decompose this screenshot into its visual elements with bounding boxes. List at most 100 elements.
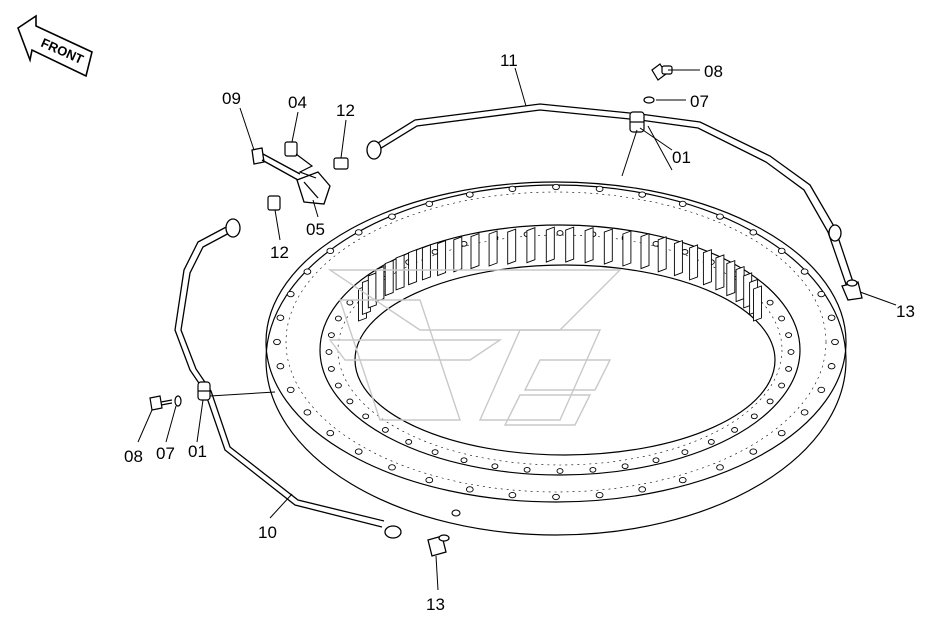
- outer-bolt-hole: [508, 491, 517, 499]
- washer-07-bottom: [174, 395, 182, 407]
- outer-bolt-hole: [326, 429, 335, 437]
- gear-tooth: [753, 285, 762, 322]
- outer-bolt-hole: [303, 268, 312, 275]
- leader-lines: [137, 67, 897, 591]
- inner-bolt-hole: [334, 315, 342, 322]
- gear-tooth: [726, 259, 736, 297]
- outer-bolt-hole: [552, 493, 560, 501]
- callout-08-bottom: 08: [124, 447, 143, 466]
- callout-13-right: 13: [896, 302, 915, 321]
- leader-09: [239, 107, 255, 151]
- front-direction-arrow: FRONT: [17, 14, 93, 78]
- leader-08-bottom: [137, 409, 153, 443]
- outer-bolt-hole: [303, 409, 312, 416]
- gear-tooth: [488, 230, 498, 267]
- callout-labels: 08 07 11 01 09 04 12 05 12 13 08 07 01 1…: [124, 51, 915, 614]
- inner-bolt-hole: [346, 398, 354, 405]
- outer-bolt-hole: [777, 429, 786, 437]
- outer-bolt-hole: [388, 464, 396, 471]
- outer-bolt-hole: [425, 476, 434, 484]
- outer-bolt-hole: [276, 363, 285, 370]
- callout-11: 11: [500, 51, 518, 70]
- fitting-12-top: [333, 157, 349, 170]
- gear-tooth: [375, 265, 385, 303]
- outer-bolt-hole: [425, 200, 434, 208]
- gear-tooth: [367, 272, 377, 309]
- outer-bolt-hole: [508, 185, 517, 193]
- inner-bolt-hole: [778, 315, 786, 322]
- inner-bolt-hole: [787, 349, 795, 355]
- outer-bolt-hole: [273, 338, 281, 346]
- leader-01-top: [639, 127, 673, 151]
- inner-bolt-hole: [556, 230, 564, 236]
- callout-07-bottom: 07: [156, 444, 175, 463]
- inner-bolt-hole: [556, 468, 564, 474]
- outer-bolt-hole: [678, 200, 687, 208]
- elbow-13-right: [841, 279, 863, 301]
- pipe-10: [174, 224, 385, 528]
- plug-fitting-bottom: [451, 509, 461, 517]
- inner-bolt-hole: [346, 299, 354, 306]
- gear-tooth: [640, 232, 650, 270]
- nut-11-right: [828, 224, 842, 242]
- outer-bolt-hole: [326, 247, 335, 255]
- gear-tooth: [689, 244, 699, 281]
- gear-tooth: [526, 227, 536, 264]
- gear-tooth: [565, 226, 575, 263]
- pipe-11-outer-line: [369, 103, 856, 289]
- inner-bolt-hole: [766, 299, 774, 306]
- outer-bolt-hole: [286, 290, 295, 298]
- inner-bolt-hole: [652, 457, 660, 464]
- outer-bolt-hole: [827, 314, 836, 321]
- gear-tooth: [735, 265, 745, 303]
- inner-bolt-hole: [327, 332, 335, 338]
- callout-12-top: 12: [336, 101, 355, 120]
- inner-bolt-hole: [325, 349, 333, 355]
- pipe-10-inner-line: [180, 230, 385, 522]
- washer-07-top: [643, 96, 655, 104]
- pipe-11-inner-line: [372, 109, 849, 291]
- outer-bolt-hole: [749, 448, 758, 455]
- leader-04: [291, 111, 299, 143]
- callout-13-bottom: 13: [426, 595, 445, 614]
- front-arrow-shape: [17, 14, 93, 78]
- gear-tooth: [470, 232, 480, 270]
- gear-tooth: [702, 249, 712, 286]
- gear-tooth: [673, 239, 683, 277]
- pipe-10-outer-line: [174, 224, 383, 528]
- outer-bolt-hole: [800, 409, 809, 416]
- outer-bolt-hole: [716, 464, 724, 471]
- clamp-01-top: [629, 111, 645, 133]
- gear-tooth: [384, 259, 394, 297]
- outer-bolt-holes: [273, 183, 839, 501]
- ring-bolt-circle-outer: [285, 191, 827, 493]
- leader-01-bottom-ring: [209, 391, 276, 397]
- leader-13-right: [859, 291, 897, 306]
- inner-bolt-hole: [589, 466, 597, 473]
- callout-01-bottom: 01: [188, 442, 207, 461]
- leader-12-bottom: [274, 209, 281, 241]
- outer-bolt-hole: [465, 486, 474, 493]
- watermark-logo: [327, 269, 622, 426]
- outer-bolt-hole: [831, 338, 839, 346]
- internal-gear-teeth: [358, 226, 762, 322]
- gear-tooth: [507, 228, 517, 265]
- callout-12-bottom: 12: [270, 243, 289, 262]
- inner-bolt-hole: [785, 332, 793, 338]
- ring-outer-edge: [265, 181, 847, 503]
- outer-bolt-hole: [276, 314, 285, 321]
- outer-bolt-hole: [817, 386, 826, 394]
- inner-bolt-hole: [334, 382, 342, 389]
- inner-bolt-hole: [778, 382, 786, 389]
- inner-bolt-hole: [491, 463, 499, 470]
- leader-01-top-ring-2: [647, 125, 673, 171]
- leader-01-top-ring: [621, 129, 638, 177]
- outer-bolt-hole: [827, 363, 836, 370]
- gear-tooth: [622, 230, 632, 267]
- fitting-04: [284, 141, 317, 179]
- outer-bolt-hole: [354, 448, 363, 455]
- outer-bolt-hole: [388, 213, 396, 220]
- inner-bolt-hole: [460, 457, 468, 464]
- gear-tooth: [584, 227, 594, 264]
